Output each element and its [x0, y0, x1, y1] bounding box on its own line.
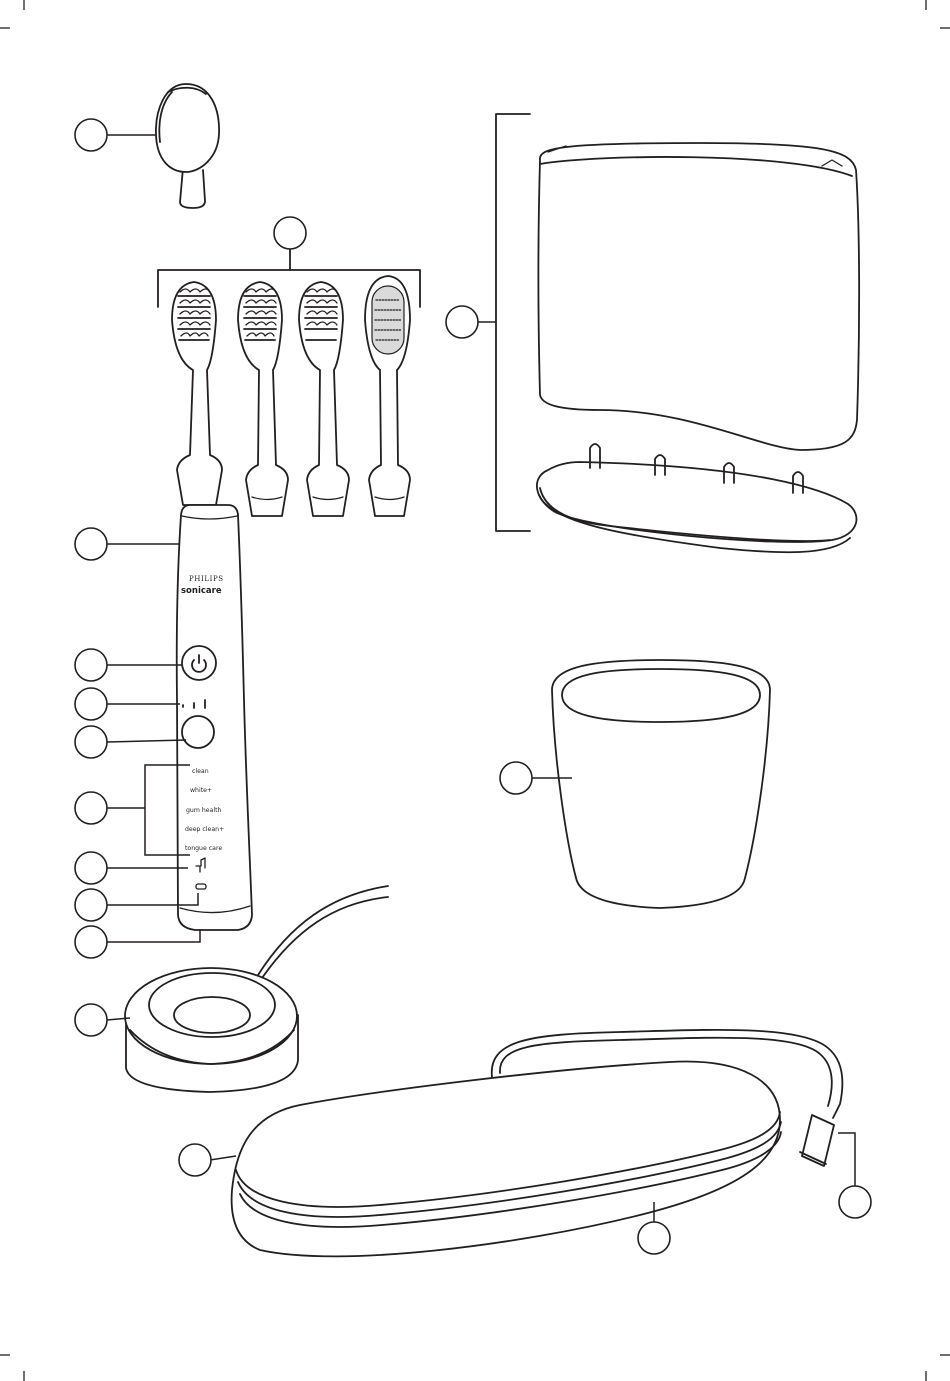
tongue-cleaner-illustration [156, 84, 219, 208]
toothbrush-handle: PHILIPS sonicare clean white+ gum health… [177, 505, 252, 930]
callout-circle [75, 852, 107, 884]
rinse-cup-illustration [552, 660, 770, 908]
callout-circle [638, 1222, 670, 1254]
brand-name: PHILIPS [189, 575, 224, 583]
brand-product: sonicare [181, 586, 222, 596]
mode-label-clean: clean [192, 768, 209, 775]
charger-illustration [125, 886, 388, 1092]
callout-circle [75, 649, 107, 681]
callout-circle [446, 306, 478, 338]
callout-circle [500, 762, 532, 794]
callout-circle [179, 1144, 211, 1176]
callout-circle [75, 119, 107, 151]
mode-label-gum-health: gum health [186, 807, 222, 814]
callout-circle [75, 926, 107, 958]
callout-circle [75, 528, 107, 560]
callout-circle [75, 726, 107, 758]
brush-head-2 [238, 282, 288, 516]
brush-head-4 [365, 276, 410, 516]
travel-case-illustration [232, 1030, 843, 1256]
callout-circle [75, 792, 107, 824]
brush-head-holder-illustration [478, 114, 859, 552]
callout-circle [75, 1004, 107, 1036]
mode-label-deep-clean: deep clean+ [185, 826, 224, 833]
mode-label-tongue-care: tongue care [185, 845, 222, 852]
mode-label-white: white+ [190, 787, 212, 794]
callout-circle [274, 217, 306, 249]
brush-head-1 [172, 282, 222, 505]
callout-circle [839, 1186, 871, 1218]
callout-circle [75, 889, 107, 921]
callout-circle [75, 688, 107, 720]
brush-head-3 [299, 282, 349, 516]
brush-heads-group [158, 247, 420, 516]
